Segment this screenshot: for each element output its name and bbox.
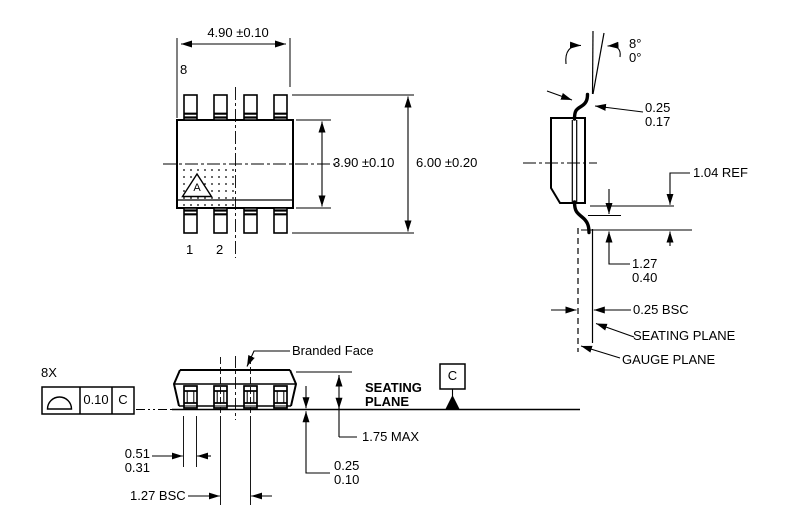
pin8-label: 8 (180, 62, 188, 77)
seating-plane-leader (595, 322, 635, 338)
lead-width-max-dim: 0.51 (124, 446, 150, 461)
foot-length-min: 0.40 (632, 270, 658, 285)
lead-angle-max: 8° (629, 36, 642, 51)
top-view-width-dim: 4.90 ±0.10 (207, 25, 269, 40)
pin1-marker-letter: A (193, 182, 201, 194)
angle-arc-left (565, 41, 582, 65)
foot-length-max: 1.27 (632, 256, 658, 271)
pin2-label: 2 (216, 242, 224, 257)
pin1-label: 1 (186, 242, 194, 257)
angle-arc-right (607, 41, 621, 58)
lead-foot-bend (572, 200, 591, 235)
setback-ref-dim: 1.04 REF (693, 165, 748, 180)
seating-plane-word2: PLANE (365, 394, 410, 409)
standoff-max-dim: 0.25 (334, 458, 360, 473)
lead-top-bend (572, 92, 590, 121)
height-max-dim: 1.75 MAX (362, 429, 420, 444)
standoff-min-dim: 0.10 (334, 472, 360, 487)
seating-plane-label: SEATING PLANE (633, 328, 736, 343)
stipple-texture (178, 166, 234, 207)
gauge-offset-dim: 0.25 BSC (633, 302, 689, 317)
lead-angle-min: 0° (629, 50, 642, 65)
lead-width-min-dim: 0.31 (124, 460, 150, 475)
overall-width-dim: 6.00 ±0.20 (416, 155, 478, 170)
pitch-dim: 1.27 BSC (130, 488, 186, 503)
body-width-dim: 3.90 ±0.10 (333, 155, 395, 170)
top-view-linework (163, 38, 414, 258)
side-view-linework (41, 350, 580, 505)
side-view-leads (183, 385, 288, 409)
datum-flag-letter: C (447, 368, 458, 383)
lead-count-label: 8X (41, 365, 57, 380)
flatness-tolerance: 0.10 (83, 392, 109, 407)
bottom-pin-shoulder-bars (184, 209, 287, 216)
pin1-marker-triangle (181, 172, 213, 198)
gauge-plane-label: GAUGE PLANE (622, 352, 716, 367)
top-pin-shoulder-bars (184, 112, 287, 119)
lead-thickness-min: 0.17 (645, 114, 671, 129)
gauge-plane-leader (580, 345, 621, 359)
branded-face-label: Branded Face (292, 343, 374, 358)
lead-detail-linework (523, 30, 692, 359)
seating-plane-word1: SEATING (365, 380, 422, 395)
datum-triangle-icon (445, 395, 460, 409)
profile-of-surface-icon (46, 396, 73, 410)
lead-thickness-max: 0.25 (645, 100, 671, 115)
feature-control-frame (41, 386, 135, 415)
datum-letter: C (118, 392, 128, 407)
branded-face-leader (246, 350, 290, 367)
